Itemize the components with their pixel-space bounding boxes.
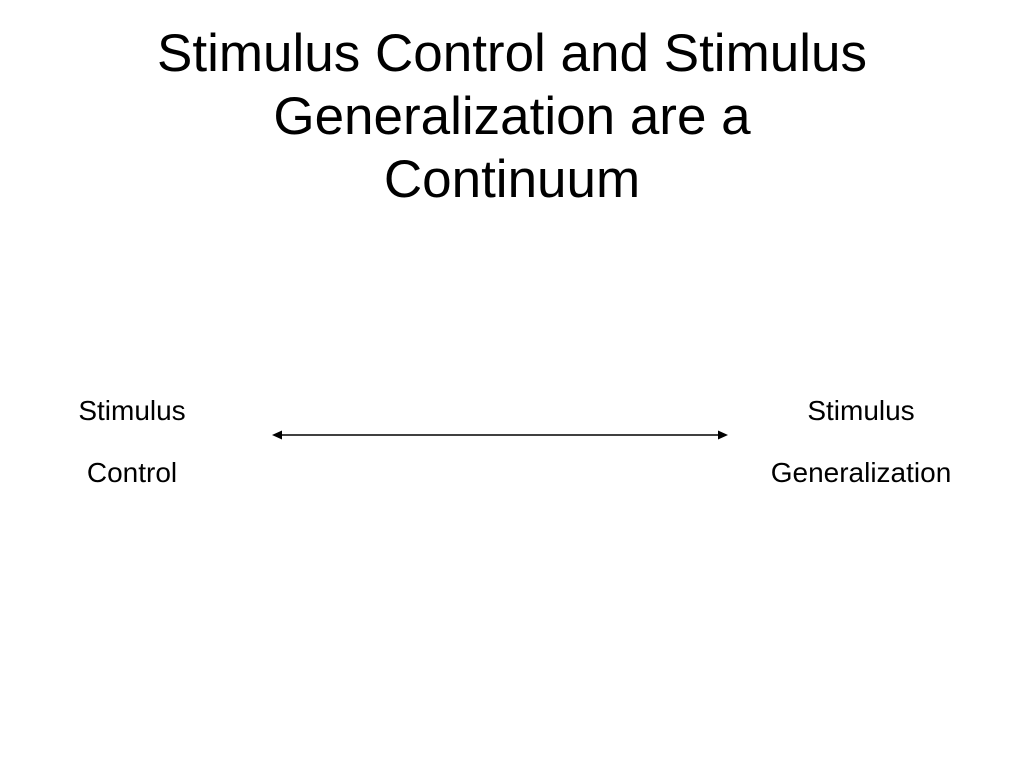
left-end-line-1: Stimulus bbox=[78, 395, 186, 426]
continuum-arrow-left-head bbox=[272, 430, 282, 440]
continuum-arrow-right-head bbox=[718, 430, 728, 440]
slide-title: Stimulus Control and Stimulus Generaliza… bbox=[62, 22, 962, 211]
continuum-double-arrow bbox=[272, 430, 728, 440]
left-end-line-2: Control bbox=[86, 457, 178, 488]
right-end-line-1: Stimulus bbox=[807, 395, 915, 426]
continuum-right-end-label: Stimulus Generalization bbox=[736, 380, 986, 504]
title-line-1: Stimulus Control and Stimulus bbox=[157, 24, 867, 83]
continuum-left-end-label: Stimulus Control bbox=[32, 380, 232, 504]
title-line-3: Continuum bbox=[383, 150, 641, 209]
title-line-2: Generalization are a bbox=[273, 87, 751, 146]
right-end-line-2: Generalization bbox=[770, 457, 952, 488]
